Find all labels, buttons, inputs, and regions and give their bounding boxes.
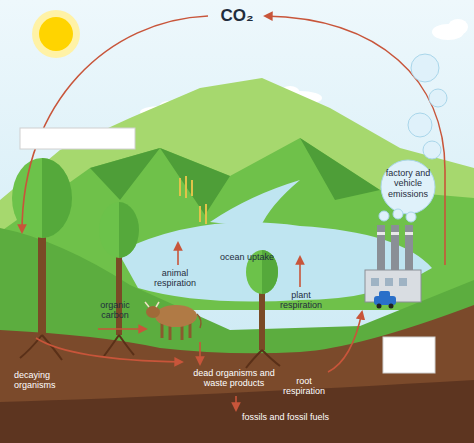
cycle-label: ocean uptake	[212, 252, 282, 262]
soil	[0, 305, 474, 443]
cycle-label: plant respiration	[274, 290, 328, 311]
grass	[0, 228, 474, 443]
cycle-label: CO₂	[207, 6, 267, 26]
cycle-label: fossils and fossil fuels	[242, 412, 372, 422]
cycle-label: dead organisms and waste products	[186, 368, 282, 389]
car	[374, 291, 396, 309]
cycle-label: factory and vehicle emissions	[380, 168, 436, 199]
blank-label-box	[383, 337, 435, 373]
right-tree	[246, 250, 280, 368]
cycle-label: decaying organisms	[14, 370, 78, 391]
lake	[118, 222, 432, 301]
cow	[145, 302, 201, 340]
factory	[365, 225, 421, 302]
sun	[32, 10, 80, 58]
cycle-label: animal respiration	[150, 268, 200, 289]
cycle-label: root respiration	[278, 376, 330, 397]
deep-soil	[0, 380, 474, 443]
hill-shade	[90, 138, 380, 215]
river	[210, 180, 300, 228]
cycle-label: organic carbon	[92, 300, 138, 321]
arrows	[22, 16, 445, 410]
reeds	[180, 176, 206, 224]
blank-label-box	[20, 128, 135, 149]
emission-bubbles	[379, 54, 447, 222]
